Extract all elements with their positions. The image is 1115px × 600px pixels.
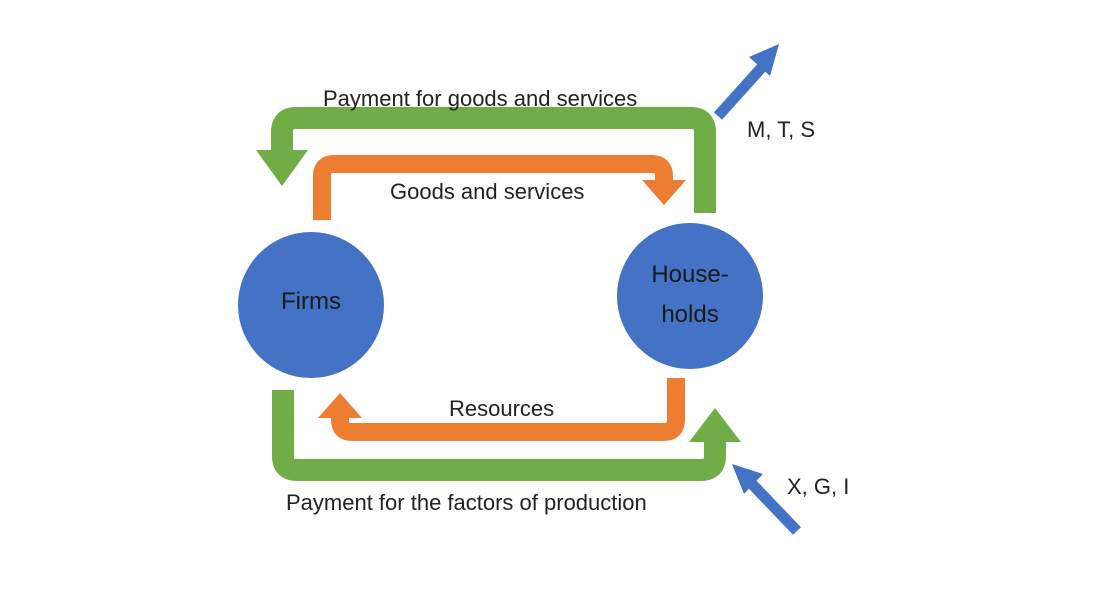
households-label-line1: House- bbox=[651, 261, 728, 288]
injections-label: X, G, I bbox=[787, 474, 849, 499]
payment-goods-label: Payment for goods and services bbox=[323, 86, 637, 111]
resources-flow bbox=[318, 378, 685, 441]
leakages-label: M, T, S bbox=[747, 117, 815, 142]
payment-factors-arrowhead bbox=[689, 408, 741, 442]
households-node: House- holds bbox=[617, 223, 763, 369]
resources-label: Resources bbox=[449, 396, 554, 421]
payment-goods-flow bbox=[256, 107, 716, 213]
resources-arrowhead bbox=[318, 393, 362, 418]
goods-services-label: Goods and services bbox=[390, 179, 584, 204]
payment-factors-label: Payment for the factors of production bbox=[286, 490, 647, 515]
households-label-line2: holds bbox=[661, 301, 718, 328]
payment-goods-arrowhead bbox=[256, 150, 308, 186]
payment-factors-flow bbox=[272, 390, 741, 481]
goods-services-flow bbox=[313, 155, 686, 220]
firms-node: Firms bbox=[238, 232, 384, 378]
goods-services-arrowhead bbox=[642, 180, 686, 205]
firms-label: Firms bbox=[281, 288, 341, 315]
leakages-arrow bbox=[713, 44, 779, 120]
injections-arrow bbox=[732, 464, 801, 535]
